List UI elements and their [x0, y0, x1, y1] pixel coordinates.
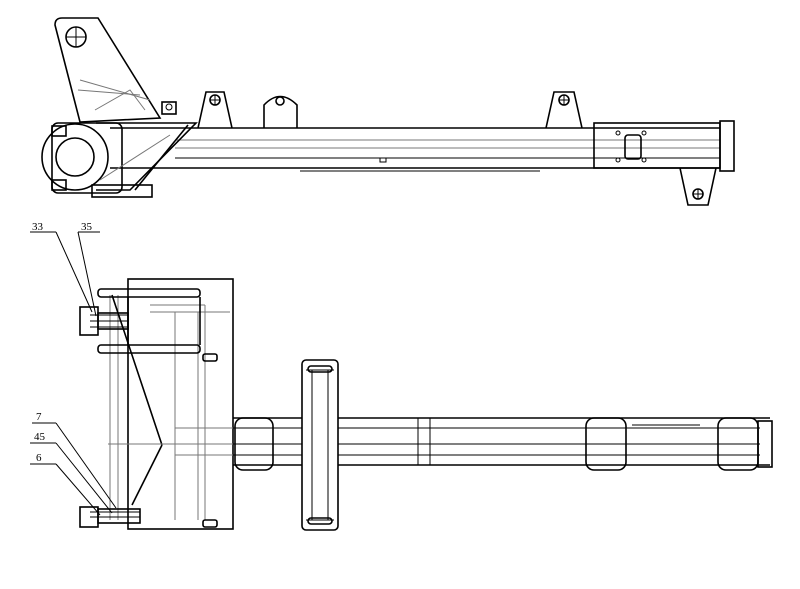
top-lug-1 — [197, 91, 233, 129]
top-lug-3 — [545, 91, 583, 129]
diagonal-brace — [111, 294, 163, 506]
top-roller — [97, 288, 201, 354]
callout-33: 33 — [32, 221, 44, 233]
callout-7: 7 — [36, 411, 42, 423]
frame-block — [109, 278, 234, 530]
bottom-lug — [679, 167, 717, 206]
roller-3 — [717, 417, 773, 471]
callout-45: 45 — [34, 431, 46, 443]
pivot-hub — [41, 122, 198, 198]
roller-1 — [234, 417, 274, 471]
end-box — [593, 120, 735, 172]
upper-bracket — [54, 17, 177, 123]
roller-2 — [585, 417, 627, 471]
plan-view — [79, 278, 773, 531]
side-elevation-view — [41, 17, 735, 206]
top-lug-2 — [263, 95, 298, 128]
callout-6: 6 — [36, 452, 42, 464]
vertical-tube — [301, 359, 339, 531]
callout-35: 35 — [81, 221, 93, 233]
top-clamp — [79, 306, 129, 336]
callouts: 33 35 7 45 6 — [30, 221, 117, 516]
bottom-clamp — [79, 506, 141, 528]
